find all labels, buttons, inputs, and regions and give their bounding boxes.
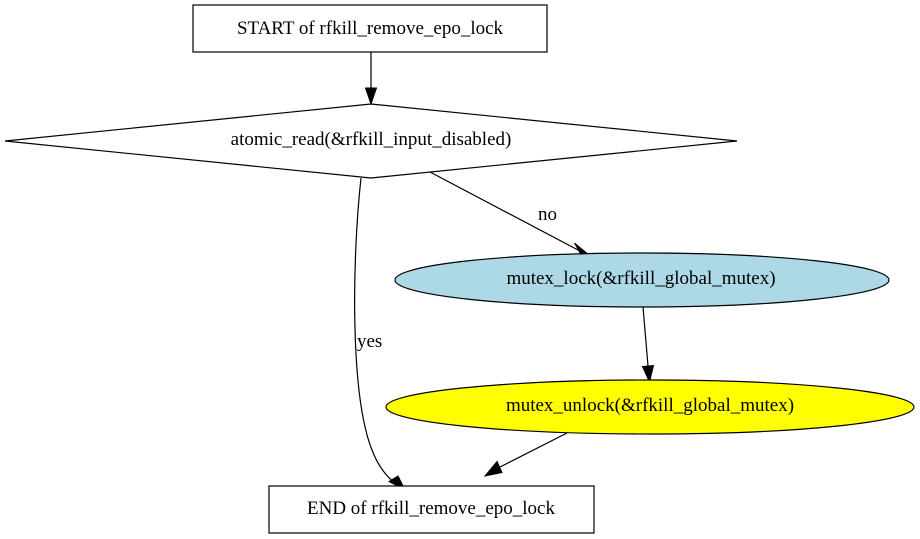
node-end: END of rfkill_remove_epo_lock [268, 485, 595, 534]
arrow-head [641, 364, 655, 384]
start-box [192, 4, 548, 53]
edge-check-to-lock: no [429, 171, 591, 257]
edge-line [499, 432, 568, 468]
edge-line [354, 177, 397, 485]
edge-label-no: no [538, 204, 557, 225]
node-lock: mutex_lock(&rfkill_global_mutex) [394, 252, 890, 308]
unlock-label: mutex_unlock(&rfkill_global_mutex) [506, 395, 794, 416]
edge-line [642, 306, 649, 367]
arrow-head [483, 460, 503, 477]
end-box [268, 485, 595, 534]
node-unlock: mutex_unlock(&rfkill_global_mutex) [385, 379, 915, 435]
lock-ellipse [394, 252, 890, 308]
edge-line [429, 171, 579, 251]
edge-lock-to-unlock [641, 306, 655, 384]
node-start: START of rfkill_remove_epo_lock [192, 4, 548, 53]
edge-start-to-check [364, 52, 378, 106]
decision-diamond [4, 103, 738, 179]
edge-label-yes: yes [357, 331, 382, 352]
arrow-head [364, 87, 378, 106]
end-label: END of rfkill_remove_epo_lock [307, 498, 555, 519]
edge-unlock-to-end [483, 432, 568, 477]
edge-check-to-end: yes [354, 177, 407, 492]
decision-label: atomic_read(&rfkill_input_disabled) [231, 129, 512, 150]
node-check: atomic_read(&rfkill_input_disabled) [4, 103, 738, 179]
unlock-ellipse [385, 379, 915, 435]
lock-label: mutex_lock(&rfkill_global_mutex) [506, 268, 775, 289]
start-label: START of rfkill_remove_epo_lock [237, 18, 504, 39]
